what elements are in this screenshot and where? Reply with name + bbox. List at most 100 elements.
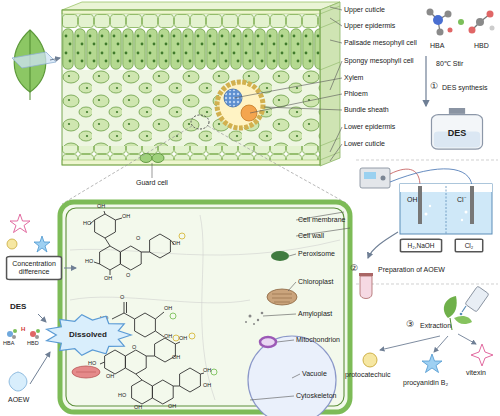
electrolysis-art [390,169,420,186]
plant-cell [245,321,247,323]
plant-cell [248,336,336,416]
atom-label: OH [104,276,112,282]
chemical-structure [175,342,180,344]
part-label: Spongy mesophyll cell [344,57,414,64]
plant-cell [72,366,100,378]
extraction-art [460,313,463,316]
leader-line [250,94,342,113]
leaf-cross-section [62,146,320,160]
plant-cell [66,208,344,406]
binding-dot [170,233,217,375]
atom-label: OH [172,241,180,247]
extraction-art [454,316,472,324]
zoom-line [62,126,348,204]
plant-cell [271,251,289,261]
des-synthesis-art [487,11,494,18]
part-label: Cytoskeleton [296,392,336,399]
chemical-structure [110,270,111,275]
des-synthesis-art [433,15,443,25]
separator [356,284,498,285]
leaf-cross-section [320,2,340,166]
des-synthesis-art [458,19,464,25]
leader-line [330,61,342,90]
chemical-structure [125,350,146,374]
leaf-cross-section [320,20,340,28]
plant-cell [76,372,96,373]
electrolysis-art [359,168,492,299]
leader-line [234,78,342,98]
chemical-structure [180,368,201,392]
binding-dot [211,369,217,375]
part-label: HBD [474,42,489,49]
node-text: Concentration difference [6,260,62,275]
chemical-structure [136,374,142,380]
chemical-structure [105,238,110,246]
part-label: Upper epidermis [344,22,395,29]
part-label: AOEW [8,396,29,403]
part-label: Peroxisome [298,250,335,257]
left-solutes [34,236,50,252]
electrolysis-art [360,168,390,188]
leaf-cross-section [62,28,320,70]
plant-cell [260,337,276,347]
plant-cell [250,212,350,400]
part-label: ② [350,264,358,273]
left-solutes [9,372,27,391]
electrolysis-art [390,169,472,186]
starburst-outline [47,315,131,356]
extraction-art [363,353,377,367]
leaf-cross-section [241,105,257,121]
part-label: Vacuole [302,370,327,377]
leaf-cross-section [320,62,340,70]
chemical-structure [155,331,164,337]
electrolysis-art [465,211,468,214]
solvent-bottle: DES [428,108,486,150]
extraction-art [434,336,448,352]
binding-dot [173,335,179,341]
des-synthesis-art [425,56,426,106]
chemical-structure [112,313,124,319]
atom-label: OH [168,404,176,410]
atom-label: OH [203,383,211,389]
atom-label: OH [172,355,180,361]
electrolysis-art [461,219,463,221]
node-text: DES [448,129,467,139]
node-text: Dissolved [69,331,107,340]
plant-cell [289,254,296,256]
part-label: Palisade mesophyll cell [344,39,417,46]
part-label: Lower cuticle [344,140,385,147]
des-synthesis-art [427,9,434,16]
zoom-line [208,126,348,204]
leader-line [264,107,342,110]
zoom-line [62,126,192,204]
part-label: Cell wall [298,232,324,239]
left-solutes [38,314,46,322]
chemical-structure [155,312,164,319]
atom-label: HO [85,259,93,265]
part-label: Cl⁻ [457,196,466,203]
atom-label: O [126,273,130,279]
chemical-structure [94,262,100,264]
part-label: Lower epidermis [344,123,395,130]
leaf-icon [12,52,56,68]
part-label: HBA [430,42,444,49]
extraction-art [465,286,489,312]
chemical-structure [124,313,135,319]
part-label: 80℃ Stir [436,60,463,67]
electrolysis-art [429,205,431,207]
plant-cell [250,396,294,400]
plant-cell [257,319,259,321]
part-label: Xylem [344,74,363,81]
bottle-body [431,115,482,149]
part-label: Bundle sheath [344,106,389,113]
leader-line [330,40,342,43]
leaf-cross-section [320,152,340,160]
leaf-cross-section [62,14,320,28]
left-solutes [7,331,13,337]
left-solutes [30,352,50,384]
leaf-cross-section [62,2,340,166]
plant-cell [60,202,350,416]
left-solutes [30,331,36,337]
plant-cell [288,282,296,291]
